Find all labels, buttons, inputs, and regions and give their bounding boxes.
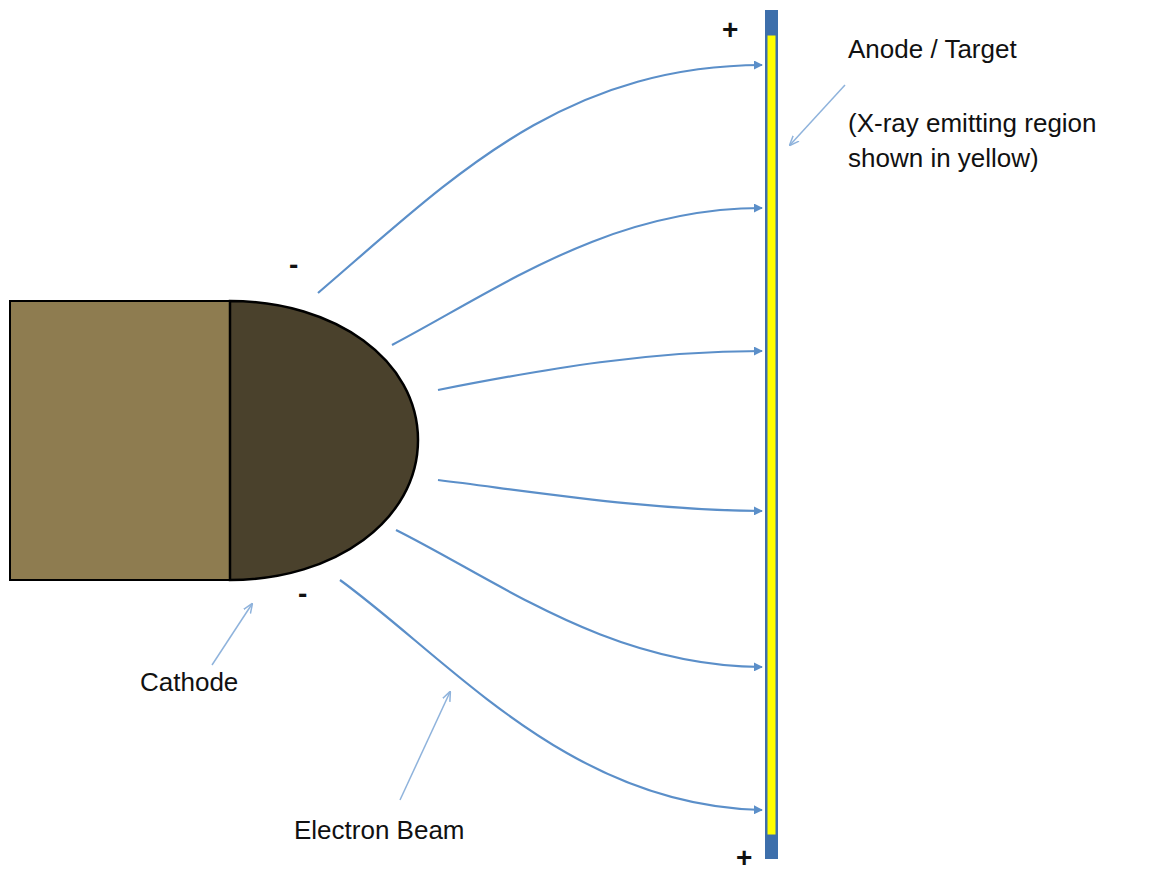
cathode-body: [10, 301, 230, 580]
part-label: Anode / Target: [848, 32, 1017, 67]
anode-plate: [765, 10, 778, 859]
polarity-sign: -: [298, 579, 307, 609]
part-label: Cathode: [140, 665, 238, 700]
polarity-sign: +: [722, 15, 738, 45]
electron-beam: [318, 65, 762, 810]
part-label: Electron Beam: [294, 813, 465, 848]
polarity-sign: +: [736, 843, 752, 873]
leader-line: [212, 85, 845, 800]
cathode-tip: [230, 301, 418, 580]
x-ray-region: [767, 35, 776, 835]
note-label: (X-ray emitting region shown in yellow): [848, 106, 1148, 176]
polarity-sign: -: [289, 250, 298, 280]
